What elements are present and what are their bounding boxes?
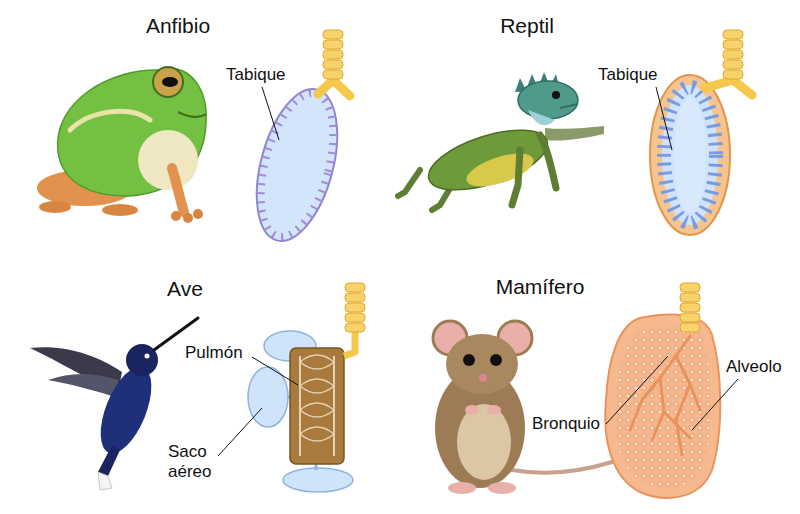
part-label: Bronquio (532, 414, 600, 434)
reptile-lung (650, 30, 752, 235)
amphibian-lung (242, 30, 352, 250)
group-heading: Mamífero (496, 275, 585, 299)
part-label: Tabique (226, 65, 286, 85)
bird-lung (218, 283, 365, 492)
part-label: Saco aéreo (168, 442, 220, 481)
group-heading: Ave (167, 277, 203, 301)
part-label: Alveolo (726, 357, 782, 377)
group-heading: Anfibio (146, 14, 210, 38)
frog-picture (37, 67, 206, 223)
mouse-picture (433, 321, 612, 494)
mammal-lung (605, 283, 738, 498)
group-heading: Reptil (500, 14, 554, 38)
part-label: Pulmón (185, 343, 243, 363)
lizard-picture (398, 72, 604, 210)
part-label: Tabique (598, 65, 658, 85)
